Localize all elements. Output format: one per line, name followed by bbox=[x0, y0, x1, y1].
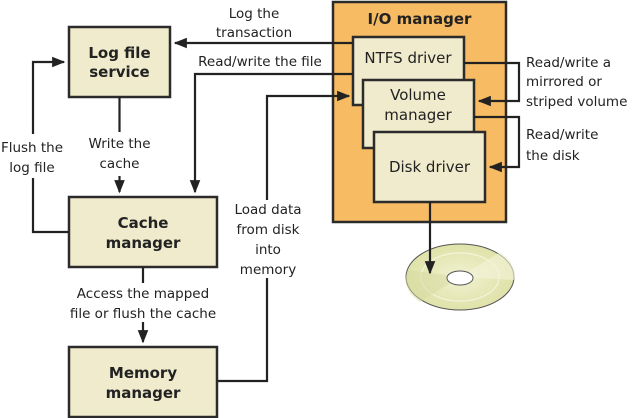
volume-manager-label-line1: Volume bbox=[390, 86, 446, 104]
edge-log-transaction: Log the transaction bbox=[173, 6, 353, 49]
memory-manager-line2: manager bbox=[106, 384, 181, 402]
edge-read-write-disk: Read/write the disk bbox=[474, 115, 598, 173]
edge-read-write-file: Read/write the file bbox=[189, 54, 353, 194]
io-manager-title: I/O manager bbox=[368, 10, 472, 28]
edge-log-transaction-line1: Log the bbox=[229, 6, 280, 22]
edge-read-write-file-label: Read/write the file bbox=[198, 54, 322, 70]
cache-manager: Cache manager bbox=[67, 195, 219, 269]
edge-log-transaction-line2: transaction bbox=[216, 25, 292, 41]
edge-access-mapped-line2: file or flush the cache bbox=[70, 306, 216, 322]
cache-manager-line2: manager bbox=[106, 234, 181, 252]
edge-flush-log: Flush the log file bbox=[1, 56, 69, 234]
disk-driver-label: Disk driver bbox=[389, 158, 471, 176]
memory-manager-line1: Memory bbox=[109, 364, 177, 382]
edge-access-mapped-line1: Access the mapped bbox=[77, 286, 209, 302]
disk-icon bbox=[405, 243, 515, 311]
log-file-service-line2: service bbox=[89, 63, 149, 81]
memory-manager: Memory manager bbox=[67, 345, 219, 418]
edge-load-data-line3: into bbox=[255, 242, 281, 258]
ntfs-driver-label: NTFS driver bbox=[364, 49, 452, 67]
edge-mirrored-volume-line2: mirrored or bbox=[526, 74, 602, 90]
volume-manager-label-line2: manager bbox=[384, 106, 452, 124]
edge-access-mapped: Access the mapped file or flush the cach… bbox=[70, 267, 216, 344]
edge-mirrored-volume-line3: striped volume bbox=[526, 94, 627, 110]
edge-mirrored-volume: Read/write a mirrored or striped volume bbox=[464, 55, 627, 110]
edge-mirrored-volume-line1: Read/write a bbox=[526, 55, 611, 71]
edge-load-data-line1: Load data bbox=[234, 202, 301, 218]
edge-write-cache: Write the cache bbox=[88, 97, 151, 194]
edge-read-write-disk-line1: Read/write bbox=[526, 127, 598, 143]
disk-driver: Disk driver bbox=[372, 130, 487, 204]
edge-read-write-disk-line2: the disk bbox=[526, 148, 580, 164]
log-file-service-line1: Log file bbox=[88, 44, 150, 62]
log-file-service: Log file service bbox=[67, 25, 172, 99]
edge-flush-log-line2: log file bbox=[9, 160, 54, 176]
edge-load-data-line2: from disk bbox=[237, 222, 300, 238]
edge-load-data: Load data from disk into memory bbox=[217, 90, 351, 383]
cache-manager-line1: Cache bbox=[118, 214, 169, 232]
edge-flush-log-line1: Flush the bbox=[1, 140, 63, 156]
edge-load-data-line4: memory bbox=[240, 262, 296, 278]
edge-write-cache-line2: cache bbox=[100, 156, 140, 172]
edge-write-cache-line1: Write the bbox=[88, 136, 150, 152]
